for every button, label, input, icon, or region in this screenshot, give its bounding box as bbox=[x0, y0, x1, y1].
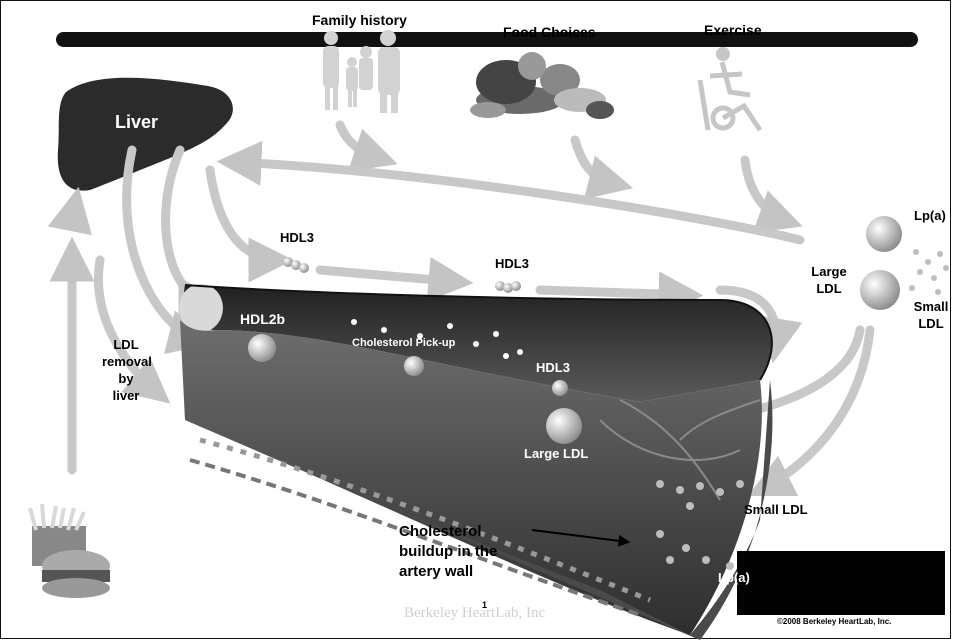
label-ldl-removal: LDL removal by liver bbox=[102, 336, 150, 404]
watermark-text: Berkeley HeartLab, Inc bbox=[404, 605, 545, 622]
label-small-ldl-right-line: Small bbox=[910, 298, 952, 315]
label-buildup-line: buildup in the bbox=[399, 542, 497, 562]
label-small-ldl-right-line: LDL bbox=[910, 315, 952, 332]
copyright-box bbox=[737, 551, 945, 615]
fast-food-icon bbox=[30, 504, 110, 598]
label-large-ldl-right: Large LDL bbox=[806, 263, 852, 297]
label-large-ldl-right-line: Large bbox=[806, 263, 852, 280]
label-food-choices: Food Choices bbox=[503, 24, 596, 40]
label-hdl3-top-left: HDL3 bbox=[280, 230, 314, 245]
top-bar bbox=[56, 32, 918, 47]
label-liver: Liver bbox=[115, 112, 158, 133]
label-hdl3-top-mid: HDL3 bbox=[495, 256, 529, 271]
label-lpa-wall: Lp(a) bbox=[718, 570, 750, 585]
label-exercise: Exercise bbox=[704, 22, 762, 38]
label-small-ldl-right: Small LDL bbox=[910, 298, 952, 332]
label-ldl-removal-line: LDL bbox=[102, 336, 150, 353]
label-ldl-removal-line: liver bbox=[102, 387, 150, 404]
exercise-bike-icon bbox=[700, 47, 760, 130]
label-hdl2b: HDL2b bbox=[240, 311, 285, 327]
label-large-ldl-inner: Large LDL bbox=[524, 446, 588, 461]
label-cholesterol-buildup: Cholesterol buildup in the artery wall bbox=[399, 522, 497, 582]
label-buildup-line: Cholesterol bbox=[399, 522, 497, 542]
label-buildup-line: artery wall bbox=[399, 562, 497, 582]
label-ldl-removal-line: removal bbox=[102, 353, 150, 370]
page-number: 1 bbox=[482, 600, 487, 610]
label-hdl3-inner: HDL3 bbox=[536, 360, 570, 375]
label-lpa-right: Lp(a) bbox=[914, 208, 946, 223]
label-large-ldl-right-line: LDL bbox=[806, 280, 852, 297]
food-pile-icon bbox=[470, 52, 614, 119]
copyright-text: ©2008 Berkeley HeartLab, Inc. bbox=[777, 617, 891, 626]
label-small-ldl-wall: Small LDL bbox=[744, 502, 808, 517]
label-cholesterol-pickup: Cholesterol Pick-up bbox=[352, 337, 455, 349]
label-family-history: Family history bbox=[312, 12, 407, 28]
label-ldl-removal-line: by bbox=[102, 370, 150, 387]
